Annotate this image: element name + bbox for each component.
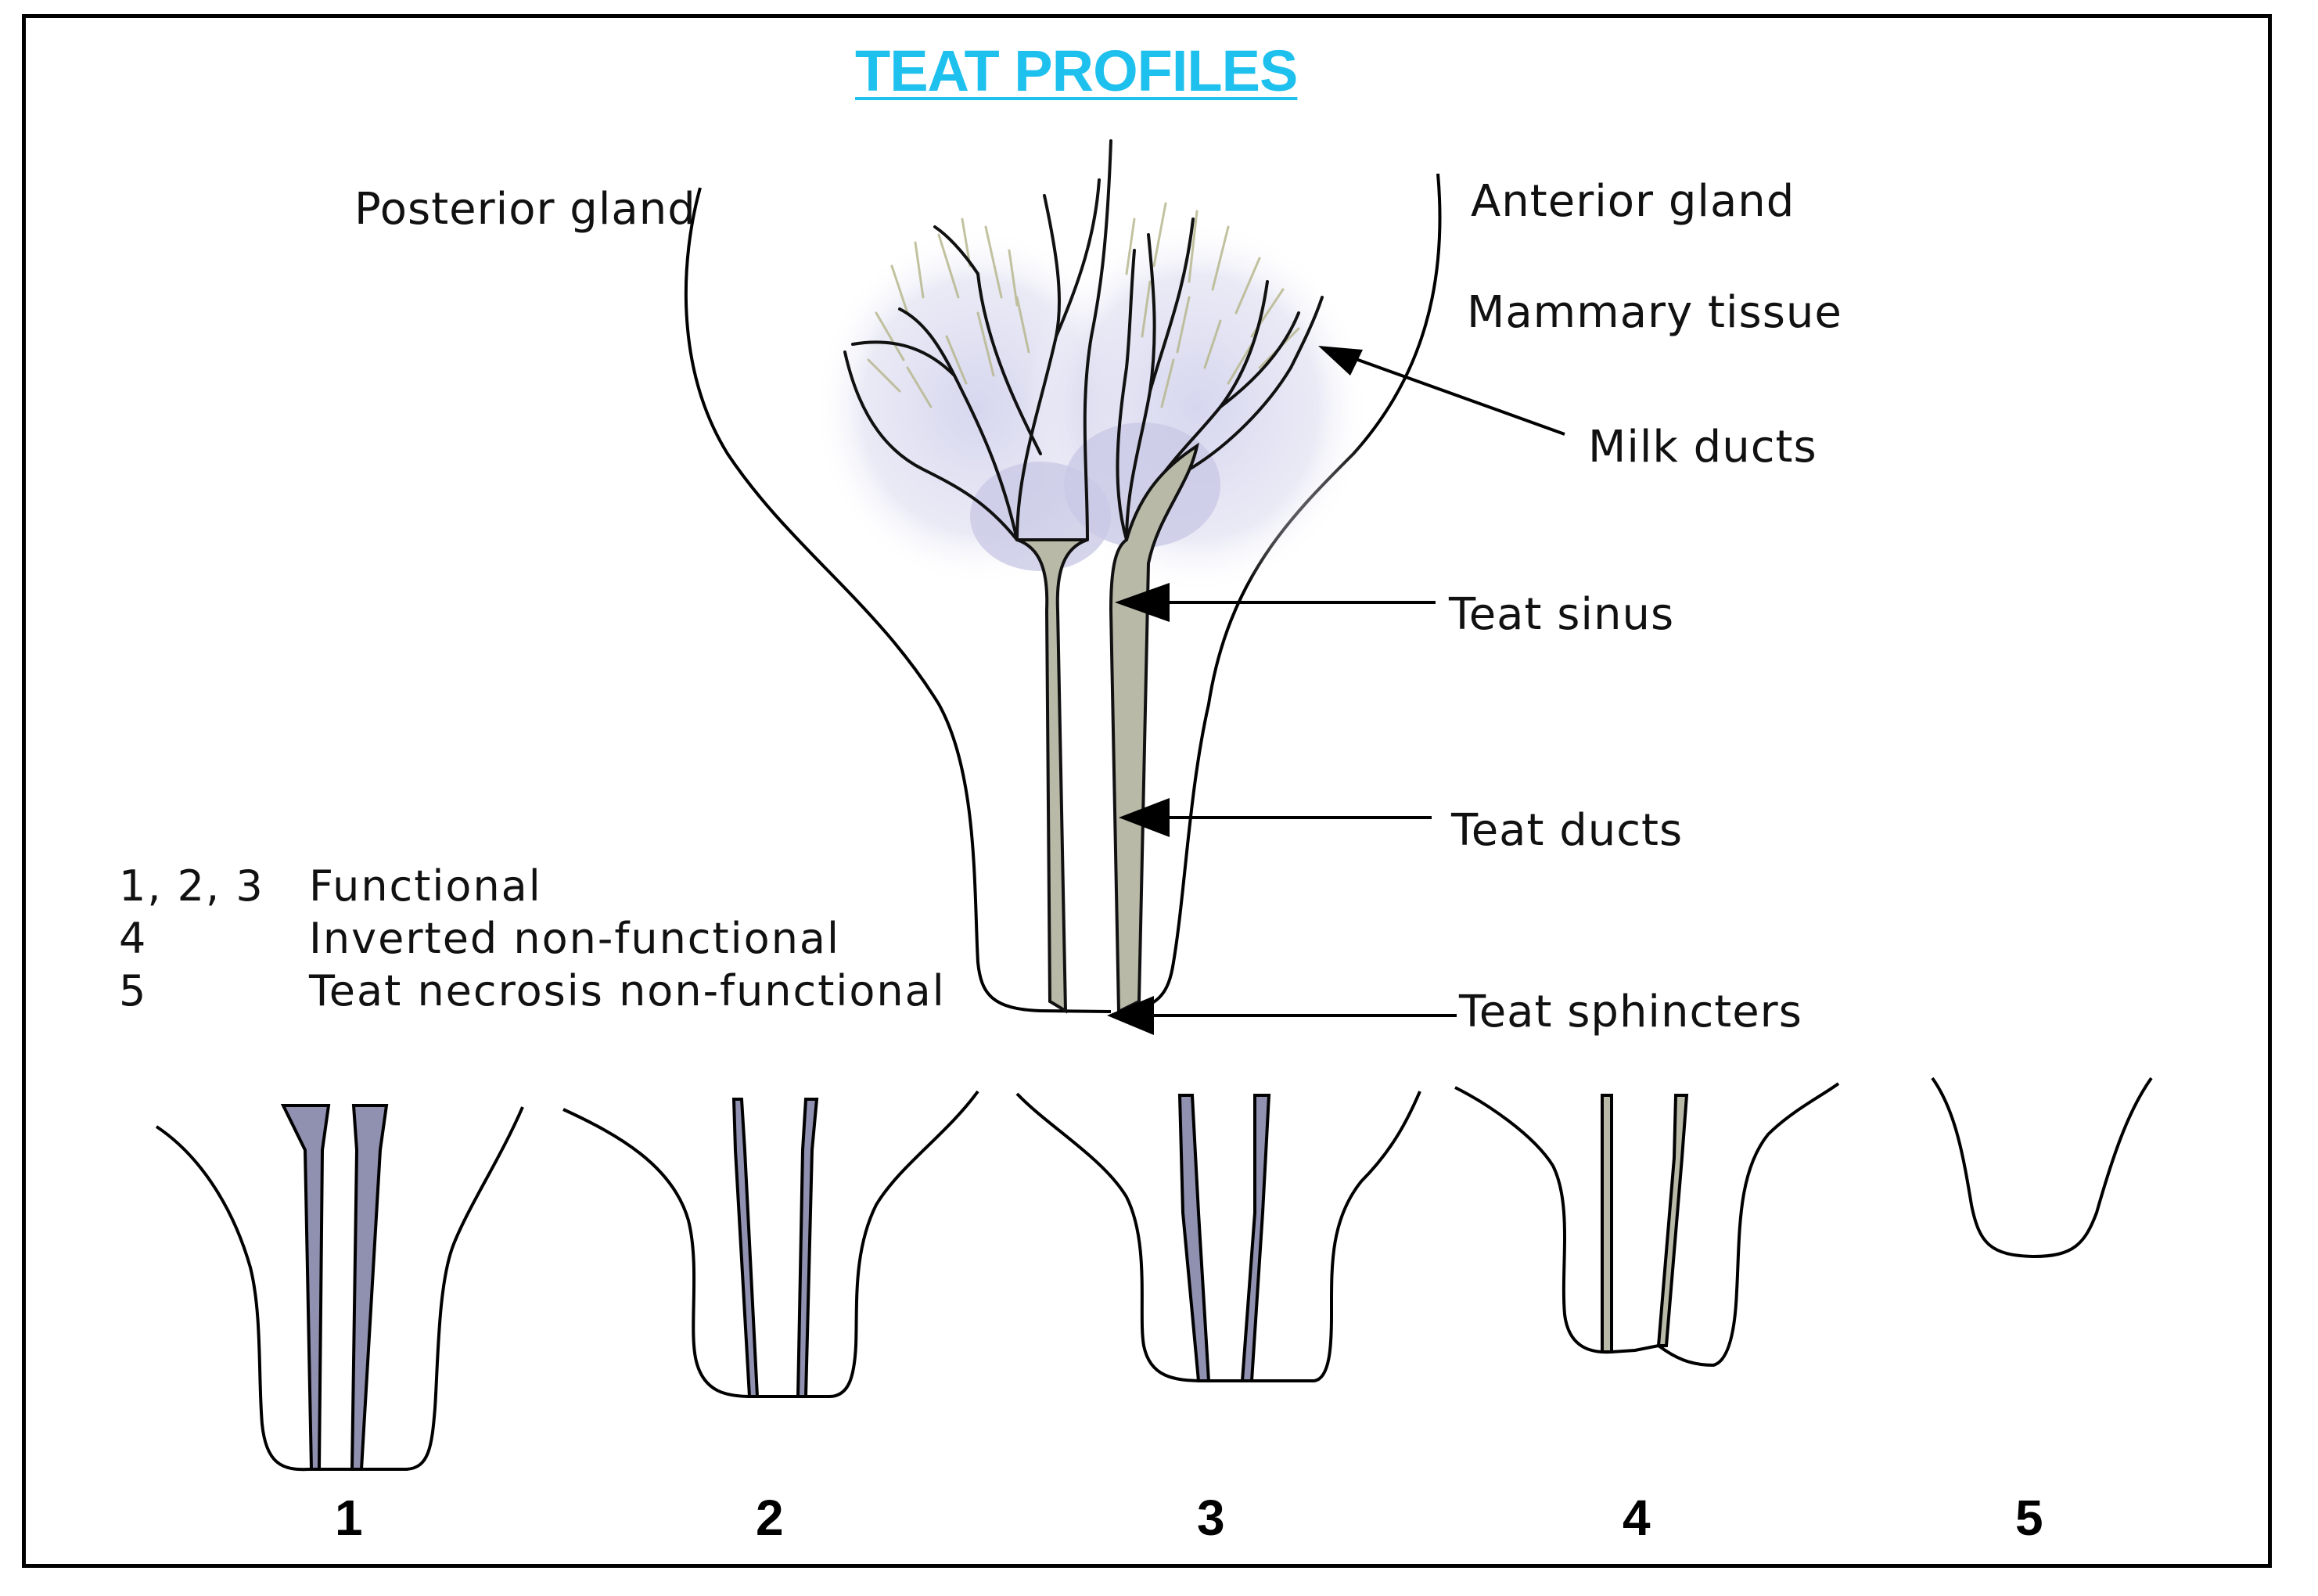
mammary-tissue [814, 202, 1369, 595]
anterior-gland-outline [1118, 173, 1442, 1013]
legend-key-2: 4 [119, 914, 148, 963]
label-posterior-gland: Posterior gland [354, 184, 696, 235]
profile-number-5: 5 [2015, 1490, 2043, 1546]
anterior-teat-sinus [1109, 442, 1199, 1015]
legend-text-2: Inverted non-functional [309, 914, 841, 963]
teat-profile-5 [1931, 1077, 2153, 1259]
posterior-gland-outline [684, 187, 1112, 1013]
teat-profile-1 [155, 1104, 524, 1472]
diagram-frame [22, 14, 2272, 1568]
teat-ducts-arrowhead [1119, 798, 1170, 837]
posterior-teat-duct [1016, 538, 1088, 1014]
label-teat-sinus: Teat sinus [1449, 589, 1675, 640]
pointer-lines [1110, 348, 1565, 1019]
milk-ducts [843, 139, 1324, 541]
teat-profile-3 [1015, 1091, 1421, 1382]
teat-profile-4 [1454, 1082, 1840, 1368]
profile-number-4: 4 [1623, 1490, 1651, 1546]
label-mammary-tissue: Mammary tissue [1467, 287, 1842, 338]
label-teat-sphincters: Teat sphincters [1459, 987, 1802, 1037]
teat-sinus-and-ducts [1016, 442, 1199, 1015]
teat-sinus-arrowhead [1115, 583, 1170, 622]
milk-ducts-arrowhead [1318, 346, 1363, 376]
teat-profile-2 [562, 1090, 979, 1398]
profile-number-1: 1 [335, 1490, 363, 1546]
legend-text-1: Functional [309, 861, 542, 911]
legend-key-1: 1, 2, 3 [119, 861, 264, 911]
profile-number-2: 2 [756, 1490, 784, 1546]
profile-number-3: 3 [1197, 1490, 1225, 1546]
arrowheads [1107, 346, 1363, 1035]
main-teat-outline [684, 173, 1442, 1013]
label-milk-ducts: Milk ducts [1588, 422, 1817, 473]
milk-ducts-arrow [1329, 348, 1565, 436]
diagram-title: TEAT PROFILES [855, 38, 1298, 103]
label-teat-ducts: Teat ducts [1451, 805, 1684, 856]
legend-key-3: 5 [119, 966, 148, 1015]
label-anterior-gland: Anterior gland [1471, 176, 1795, 227]
teat-sphincters-arrowhead [1107, 996, 1154, 1035]
legend-text-3: Teat necrosis non-functional [309, 966, 946, 1015]
